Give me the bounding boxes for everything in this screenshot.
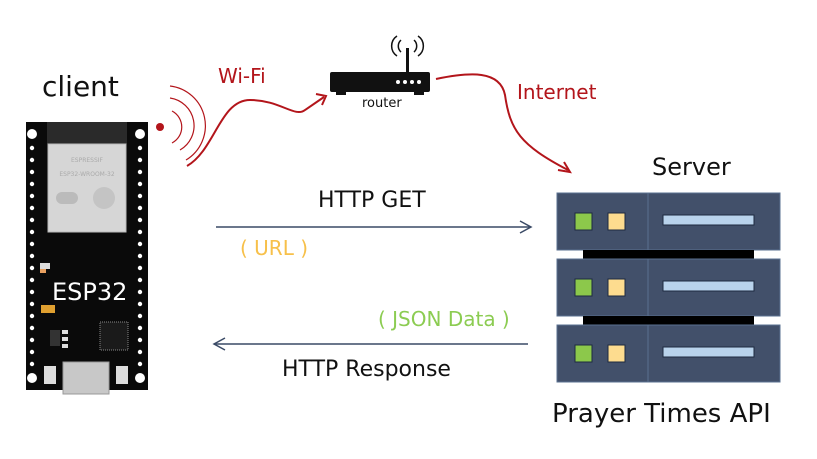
header-pin bbox=[137, 277, 143, 283]
wifi-link-path bbox=[186, 96, 325, 167]
response-arrowhead bbox=[212, 337, 226, 351]
drive-bar bbox=[662, 346, 755, 358]
antenna-area bbox=[47, 122, 127, 144]
mount-hole bbox=[135, 373, 145, 383]
router-icon bbox=[330, 35, 430, 95]
header-pin bbox=[29, 193, 35, 199]
wifi-badge-icon bbox=[56, 192, 78, 204]
header-pin bbox=[29, 301, 35, 307]
status-light-green bbox=[574, 212, 593, 231]
http-get-label: HTTP GET bbox=[318, 188, 426, 213]
header-pin bbox=[137, 349, 143, 355]
drive-bar bbox=[662, 214, 755, 226]
header-pin bbox=[137, 205, 143, 211]
drive-bar bbox=[662, 280, 755, 292]
header-pin bbox=[29, 181, 35, 187]
mount-hole bbox=[27, 373, 37, 383]
status-light-yellow bbox=[607, 212, 626, 231]
header-pin bbox=[137, 217, 143, 223]
header-pin bbox=[137, 157, 143, 163]
header-pin bbox=[29, 253, 35, 259]
rack-spacer bbox=[583, 316, 754, 325]
header-pin bbox=[29, 145, 35, 151]
header-pin bbox=[29, 241, 35, 247]
smd-component bbox=[40, 269, 46, 273]
header-pin bbox=[29, 325, 35, 331]
server-label: Server bbox=[652, 153, 731, 181]
smd-pad bbox=[62, 330, 68, 334]
internet-link-path bbox=[435, 73, 569, 171]
server-unit bbox=[556, 258, 781, 325]
json-payload-label: ( JSON Data ) bbox=[378, 307, 510, 331]
status-light-green bbox=[574, 278, 593, 297]
header-pin bbox=[137, 289, 143, 295]
header-pin bbox=[137, 301, 143, 307]
client-label: client bbox=[42, 70, 119, 103]
header-pin bbox=[137, 361, 143, 367]
usb-port bbox=[62, 361, 110, 395]
smd-pad bbox=[62, 337, 68, 341]
mount-hole bbox=[27, 129, 37, 139]
http-response-label: HTTP Response bbox=[282, 357, 451, 382]
url-payload-label: ( URL ) bbox=[240, 236, 308, 260]
espressif-logo-icon bbox=[93, 187, 115, 209]
header-pin bbox=[29, 289, 35, 295]
esp32-board-label: ESP32 bbox=[52, 278, 128, 306]
header-pin bbox=[29, 169, 35, 175]
header-pin bbox=[29, 157, 35, 163]
header-pins bbox=[29, 145, 143, 367]
smd-component bbox=[40, 263, 50, 269]
header-pin bbox=[29, 349, 35, 355]
header-pin bbox=[137, 169, 143, 175]
router-label: router bbox=[362, 96, 402, 111]
status-light-green bbox=[574, 344, 593, 363]
usb-uart-chip bbox=[99, 321, 129, 351]
header-pin bbox=[137, 337, 143, 343]
internet-label: Internet bbox=[517, 80, 597, 104]
server-unit bbox=[556, 192, 781, 259]
header-pin bbox=[137, 265, 143, 271]
request-arrowhead bbox=[519, 220, 533, 234]
header-pin bbox=[29, 229, 35, 235]
header-pin bbox=[29, 361, 35, 367]
header-pin bbox=[29, 217, 35, 223]
header-pin bbox=[137, 181, 143, 187]
smd-pad bbox=[62, 344, 68, 348]
header-pin bbox=[29, 205, 35, 211]
header-pin bbox=[137, 253, 143, 259]
header-pin bbox=[137, 325, 143, 331]
internet-arrowhead bbox=[557, 161, 572, 174]
smd-capacitor bbox=[41, 305, 55, 313]
module-model: ESP32-WROOM-32 bbox=[59, 171, 114, 178]
server-unit bbox=[556, 324, 781, 383]
header-pin bbox=[137, 229, 143, 235]
header-pin bbox=[29, 313, 35, 319]
wifi-signal-icon bbox=[156, 85, 206, 161]
rack-spacer bbox=[583, 250, 754, 259]
reset-button bbox=[116, 366, 128, 384]
server-rack-icon bbox=[556, 192, 781, 383]
header-pin bbox=[137, 145, 143, 151]
api-label: Prayer Times API bbox=[552, 399, 771, 429]
wifi-arrowhead bbox=[315, 93, 328, 106]
esp32-board: ESPRESSIF ESP32-WROOM-32 bbox=[26, 122, 148, 395]
header-pin bbox=[29, 277, 35, 283]
status-light-yellow bbox=[607, 278, 626, 297]
header-pin bbox=[29, 337, 35, 343]
wifi-label: Wi-Fi bbox=[218, 64, 266, 88]
mount-hole bbox=[135, 129, 145, 139]
header-pin bbox=[29, 265, 35, 271]
wroom-module bbox=[47, 143, 127, 233]
module-brand: ESPRESSIF bbox=[71, 157, 104, 164]
regulator bbox=[50, 330, 60, 346]
header-pin bbox=[137, 193, 143, 199]
boot-button bbox=[44, 366, 56, 384]
header-pin bbox=[137, 241, 143, 247]
status-light-yellow bbox=[607, 344, 626, 363]
header-pin bbox=[137, 313, 143, 319]
